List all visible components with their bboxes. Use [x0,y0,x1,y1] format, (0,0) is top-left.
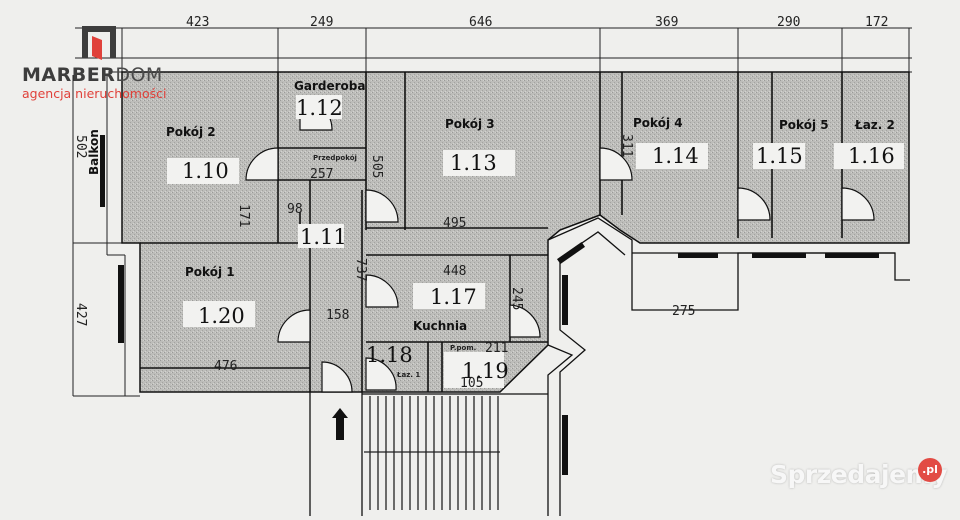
dimension-369: 369 [655,15,678,30]
room-number-1-19: 1.19 [462,359,509,383]
dimension-98: 98 [287,202,303,217]
room-number-1-10: 1.10 [182,159,229,183]
dimension-245: 245 [509,287,524,310]
room-name-przedpokoj: Przedpokój [313,154,357,162]
logo-door-icon [82,26,116,60]
top-dimension-band [75,27,912,73]
dimension-249: 249 [310,15,333,30]
room-name-pomieszczenie: P.pom. [450,344,476,352]
watermark-badge: .pl [918,458,942,482]
logo-brand-bold: MARBER [22,64,116,86]
dimension-502: 502 [73,135,88,158]
room-number-1-16: 1.16 [848,144,895,168]
stairs [364,396,500,510]
dimension-505: 505 [369,155,384,178]
room-number-1-13: 1.13 [450,151,497,175]
dimension-171: 171 [236,204,251,227]
window [556,241,586,265]
dimension-290: 290 [777,15,800,30]
dimension-275: 275 [672,304,695,319]
room-number-1-11: 1.11 [300,225,347,249]
room-number-1-15: 1.15 [756,144,803,168]
window [678,253,718,258]
room-labels: Pokój 2 1.10 Garderoba 1.12 Przedpokój 1… [166,79,895,383]
dimension-495: 495 [443,216,466,231]
walls [140,72,843,392]
room-number-1-12: 1.12 [296,96,343,120]
room-number-backgrounds [167,95,904,388]
dimension-646: 646 [469,15,492,30]
room-number-1-14: 1.14 [652,144,699,168]
room-name-pokoj-5: Pokój 5 [779,118,829,132]
dimension-257: 257 [310,167,333,182]
room-name-lazienka-2: Łaz. 2 [854,118,895,132]
room-number-1-18: 1.18 [366,343,413,367]
room-number-1-17: 1.17 [430,285,477,309]
dimension-311: 311 [619,134,634,157]
room-number-1-20: 1.20 [198,304,245,328]
watermark-text: Sprzedajemy [770,460,947,489]
dimension-105: 105 [460,376,483,391]
dimension-423: 423 [186,15,209,30]
room-name-pokoj-4: Pokój 4 [633,116,683,130]
window [752,253,806,258]
apartment-area [121,71,910,393]
logo-brand-light: DOM [115,64,163,86]
balcony-label: Balkon [87,129,101,175]
window [825,253,879,258]
logo-tagline: agencja nieruchomości [22,86,167,101]
room-name-garderoba: Garderoba [294,79,365,93]
room-name-pokoj-2: Pokój 2 [166,125,216,139]
room-name-pokoj-1: Pokój 1 [185,265,235,279]
inner-dimensions: 257 171 98 505 495 311 737 448 245 158 4… [214,134,695,391]
dimension-448: 448 [443,264,466,279]
doors [245,97,875,393]
top-dimensions: 423 249 646 369 290 172 [186,15,888,30]
room-name-lazienka-1: Łaz. 1 [396,371,420,379]
entrance-arrow-icon [332,408,348,440]
window [562,415,568,475]
dimension-158: 158 [326,308,349,323]
room-name-pokoj-3: Pokój 3 [445,117,495,131]
window [118,265,124,343]
dimension-172: 172 [865,15,888,30]
room-name-kuchnia: Kuchnia [413,319,467,333]
dimension-737: 737 [353,258,368,281]
dimension-476: 476 [214,359,237,374]
window [562,275,568,325]
window [100,135,105,207]
dimension-427: 427 [73,303,88,326]
dimension-211: 211 [485,341,508,356]
logo-brand: MARBERDOM [22,64,163,86]
